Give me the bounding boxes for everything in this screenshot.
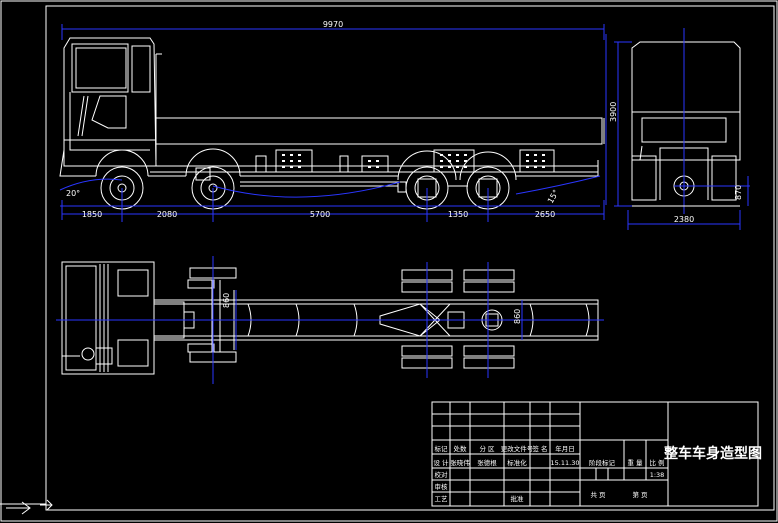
tb-drafter: 张德根 (477, 458, 497, 467)
total-height-dim: 3900 (609, 102, 618, 122)
dim-wheelbase-1: 2080 (157, 210, 177, 219)
departure-angle: 15° (546, 188, 561, 205)
tb-approve: 批准 (511, 494, 525, 503)
tb-header-4: 签 名 (532, 444, 547, 453)
tb-standardization: 标准化 (507, 458, 527, 467)
tb-review: 审核 (435, 482, 449, 491)
tb-weight: 重 量 (627, 459, 643, 467)
tb-header-3: 更改文件号 (501, 444, 534, 453)
frame-width-rear: 860 (513, 309, 522, 324)
tb-designer: 张晓伟 (450, 458, 470, 467)
dim-front-overhang: 1850 (82, 210, 102, 219)
approach-angle: 20° (66, 189, 80, 198)
rear-width-dim: 2380 (674, 215, 694, 224)
dim-wheelbase-3: 1350 (448, 210, 468, 219)
side-view: 9970 3900 (59, 20, 618, 222)
rear-view: 870 2380 (614, 28, 750, 230)
tb-check: 校对 (435, 470, 449, 479)
frame-width-front: 860 (222, 293, 231, 308)
rear-small-dim: 870 (734, 185, 743, 200)
dim-rear-overhang: 2650 (535, 210, 555, 219)
tb-process: 工艺 (435, 495, 449, 503)
ucs-icon (6, 499, 53, 515)
tb-header-5: 年月日 (555, 444, 575, 453)
tb-date: 15.11.30 (551, 459, 580, 467)
tb-scale-value: 1:38 (650, 471, 665, 479)
tb-header-2: 分 区 (479, 444, 495, 453)
tb-scale-label: 比 例 (649, 458, 664, 467)
tb-design-label: 设 计 (433, 458, 449, 467)
overall-length-dim: 9970 (323, 20, 343, 29)
tb-sheet-no: 第 页 (632, 490, 648, 499)
tb-stage-mark: 阶段标记 (589, 458, 616, 467)
title-block: 标记 处数 分 区 更改文件号 签 名 年月日 设 计 张晓伟 张德根 标准化 … (431, 401, 762, 507)
tb-header-1: 处数 (454, 444, 468, 453)
dim-wheelbase-2: 5700 (310, 210, 330, 219)
tb-header-0: 标记 (435, 444, 449, 453)
drawing-title: 整车车身造型图 (663, 445, 762, 462)
tb-sheets-total: 共 页 (590, 490, 606, 499)
plan-view: 860 860 (56, 256, 604, 384)
